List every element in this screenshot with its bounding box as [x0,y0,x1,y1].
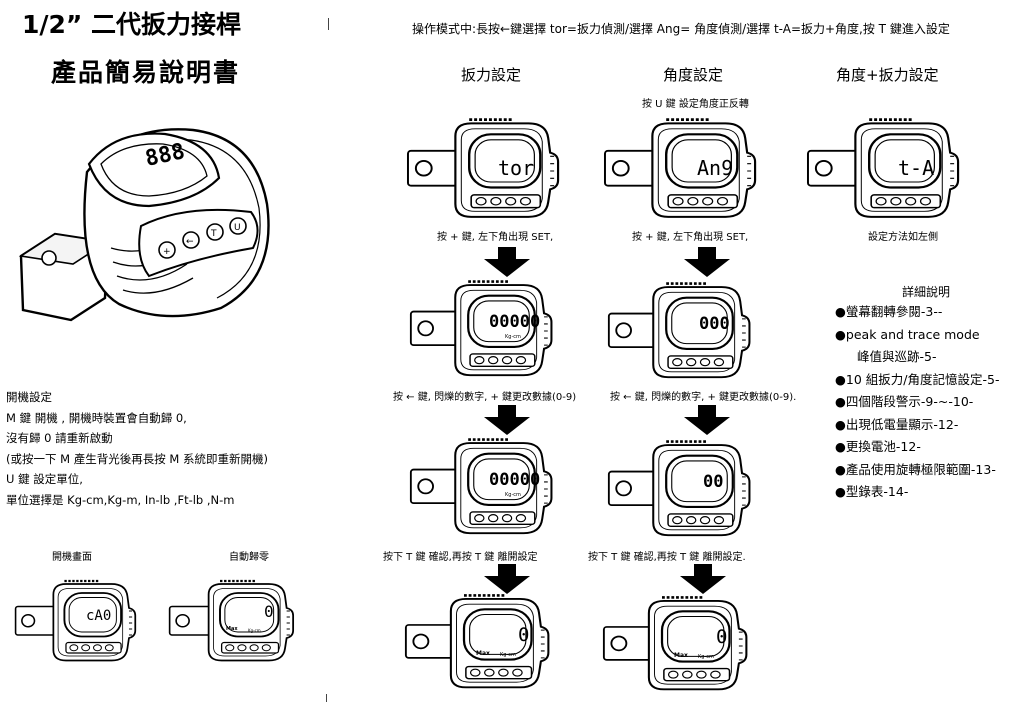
step-left-torque: 按 ← 鍵, 閃爍的數字, + 鍵更改數據(0-9) [393,392,577,403]
power-on-heading: 開機設定 [6,390,52,404]
lcd-text-cal: cA0 [86,608,112,624]
down-arrow-icon [484,405,530,435]
lcd-text-ta: t-A [898,156,935,180]
details-heading: 詳細說明 [902,285,951,299]
lcd-unit: Kg-cm [505,492,521,498]
svg-text:+: + [163,247,171,257]
down-arrow-icon [484,564,530,594]
down-arrow-icon [684,405,730,435]
auto-zero-label: 自動歸零 [229,552,269,563]
device-torque-edit: 00000 Kg-cm [409,436,557,542]
list-item: ●型錄表-14- [835,484,909,499]
device-torque-done: 0 Max Kg-cm [404,592,554,696]
step-plus-angle: 按 + 鍵, 左下角出現 SET, [632,232,749,243]
svg-text:←: ← [186,237,194,247]
text-cursor [328,18,329,30]
lcd-max: Max [476,650,490,657]
step-confirm-angle: 按下 T 鍵 確認,再按 T 鍵 離開設定. [588,552,746,563]
list-item: ●四個階段警示-9-~-10- [835,394,974,409]
power-on-screen-label: 開機畫面 [52,552,92,563]
lcd-value-angle-blink: 00 [703,472,724,492]
same-as-left-note: 設定方法如左側 [868,232,938,243]
text-cursor [326,694,327,702]
power-on-line: M 鍵 開機 , 開機時裝置會自動歸 0, [6,410,187,425]
details-list: ●螢幕翻轉參閱-3-- ●peak and trace mode 峰值與巡跡-5… [835,301,999,504]
lcd-unit: Kg-cm [500,652,516,658]
list-item: ●螢幕翻轉參閱-3-- [835,304,943,319]
mode-instruction: 操作模式中:長按←鍵選擇 tor=扳力偵測/選擇 Ang= 角度偵測/選擇 t-… [412,22,950,36]
lcd-value-angle: 000 [699,314,730,334]
angle-direction-note: 按 U 鍵 設定角度正反轉 [642,99,749,110]
power-on-line: U 鍵 設定單位, [6,472,83,486]
down-arrow-icon [680,564,726,594]
device-power-on: cA0 [14,578,140,668]
lcd-max: Max [226,626,238,632]
document-subtitle: 產品簡易說明書 [51,58,241,87]
lcd-value-zeros: 00000 [489,312,541,332]
step-confirm-torque: 按下 T 鍵 確認,再按 T 鍵 離開設定 [383,552,538,563]
product-illustration: 888 + ← T U [18,128,270,322]
svg-text:U: U [234,223,241,233]
device-angle-torque-mode: t-A [806,116,964,226]
down-arrow-icon [684,247,730,277]
power-on-line: 單位選擇是 Kg-cm,Kg-m, In-lb ,Ft-lb ,N-m [6,492,235,507]
list-item: ●更換電池-12- [835,439,921,454]
device-angle-set: 000 [607,280,755,386]
device-torque-mode: tor [406,116,564,226]
document-title: 1/2” 二代扳力接桿 [22,10,242,39]
lcd-unit: Kg-cm [698,654,714,660]
lcd-unit: Kg-cm [248,628,261,633]
step-plus-torque: 按 + 鍵, 左下角出現 SET, [437,232,554,243]
column-heading-angle-torque: 角度+扳力設定 [836,66,939,84]
device-torque-set: 00000 Kg-cm [409,278,557,384]
power-on-line: 沒有歸 0 請重新啟動 [6,431,113,445]
list-item: ●peak and trace mode [835,326,980,342]
svg-text:T: T [210,229,217,239]
list-item: ●10 組扳力/角度記憶設定-5- [835,371,1000,387]
power-on-notes: 開機設定 M 鍵 開機 , 開機時裝置會自動歸 0, 沒有歸 0 請重新啟動 (… [6,387,268,510]
lcd-text-tor: tor [498,156,535,180]
lcd-value-zero: 0 [264,602,274,621]
down-arrow-icon [484,247,530,277]
lcd-value-zero: 0 [716,626,728,648]
list-item: 峰值與巡跡-5- [857,349,937,364]
power-on-line: (或按一下 M 產生背光後再長按 M 系統即重新開機) [6,451,268,466]
list-item: ●出現低電量顯示-12- [835,416,959,432]
device-auto-zero: 0 Max Kg-cm [168,578,298,668]
step-left-angle: 按 ← 鍵, 閃爍的數字, + 鍵更改數據(0-9). [610,392,797,403]
lcd-unit: Kg-cm [505,334,521,340]
device-angle-done: 0 Max Kg-cm [602,594,752,698]
lcd-text-ang: An9 [697,156,734,180]
lcd-value-zeros: 00000 [489,470,541,490]
lcd-value-zero: 0 [518,624,530,646]
list-item: ●產品使用旋轉極限範圍-13- [835,461,996,477]
device-angle-edit: 00 [607,438,755,544]
lcd-max: Max [674,652,688,659]
device-angle-mode: An9 [603,116,761,226]
column-heading-angle: 角度設定 [663,66,724,84]
column-heading-torque: 扳力設定 [461,66,522,84]
